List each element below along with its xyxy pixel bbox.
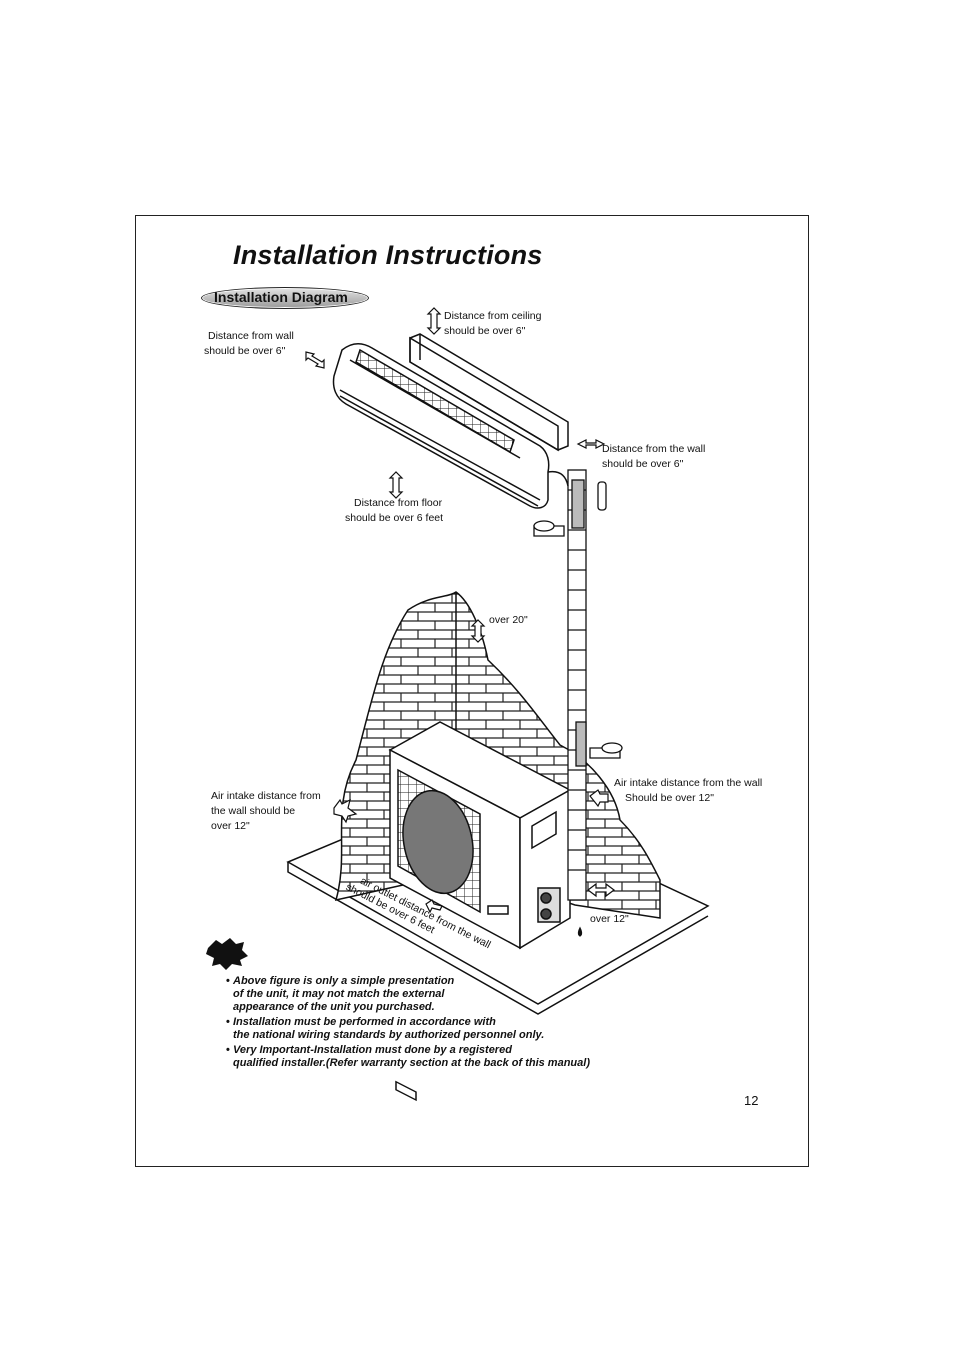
section-label: Installation Diagram [214,289,348,305]
note-item: • Installation must be performed in acco… [226,1016,545,1041]
label-wall-right: Distance from the wall should be over 6" [602,443,706,470]
label-wall-left: Distance from wall should be over 6" [204,330,294,357]
bullet-icon: • [226,1044,230,1056]
section-label-pill: Installation Diagram [201,287,369,309]
label-floor: Distance from floor should be over 6 fee… [345,497,444,524]
mounting-plate [409,333,569,452]
indoor-unit [332,343,569,509]
label-over20: over 20" [489,614,528,626]
double-arrow-icon [305,307,615,914]
note-item: • Very Important-Installation must done … [226,1044,590,1069]
label-air-intake-right: Air intake distance from the wall Should… [614,777,763,804]
outdoor-unit [388,721,572,1102]
note-badge-icon [206,938,248,970]
label-over12: over 12" [590,913,629,925]
refrigerant-pipe [533,469,623,937]
note-item: • Above figure is only a simple presenta… [226,975,455,1013]
label-ceiling: Distance from ceiling should be over 6" [444,310,542,337]
bullet-icon: • [226,975,230,987]
label-air-intake-left: Air intake distance from the wall should… [211,790,321,832]
bullet-icon: • [226,1016,230,1028]
notes-list: • Above figure is only a simple presenta… [226,975,590,1072]
page-title: Installation Instructions [233,240,543,270]
page-number: 12 [744,1093,759,1108]
page-border [135,215,809,1167]
